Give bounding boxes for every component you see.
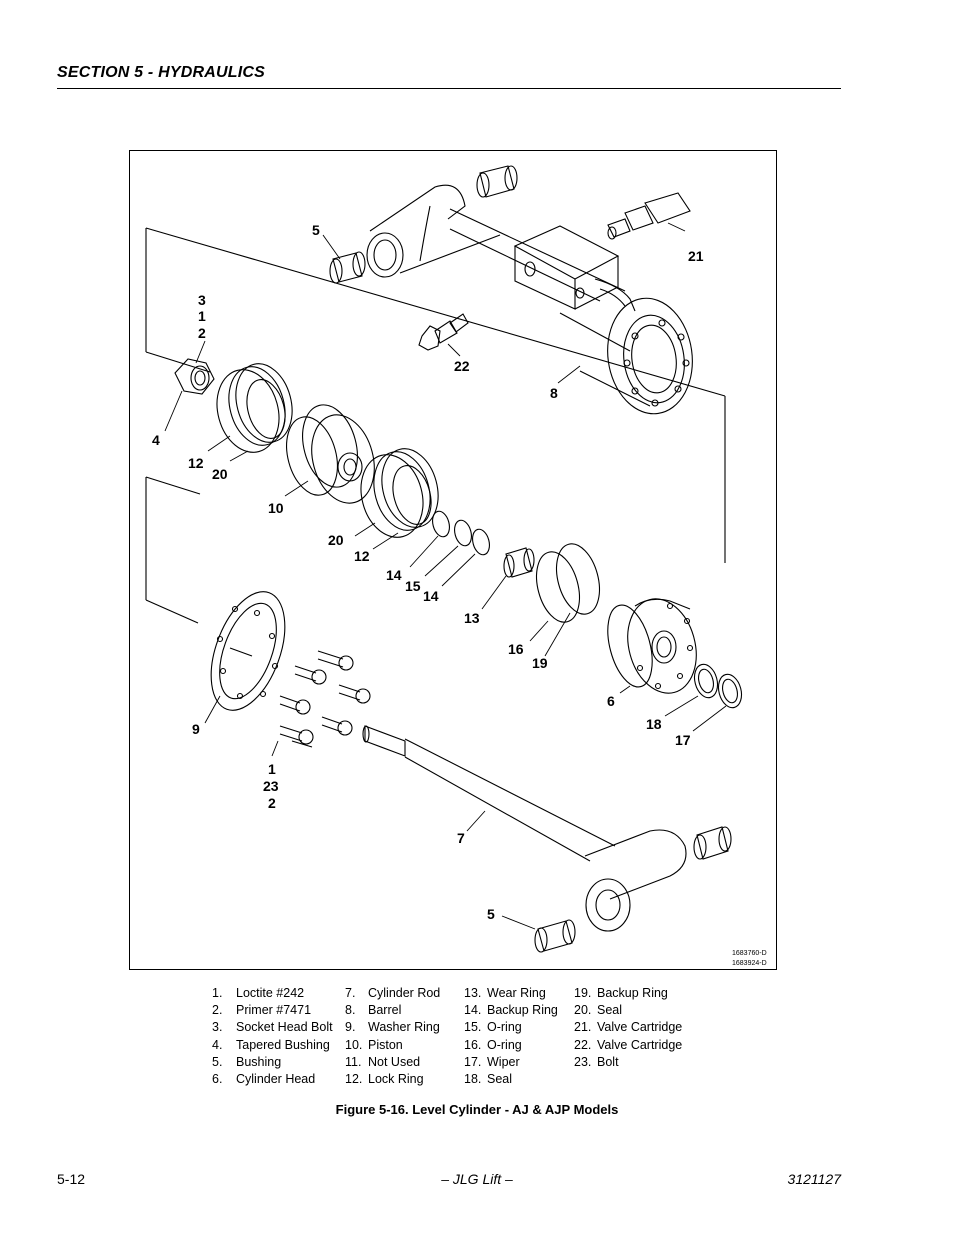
seal-ring-2 bbox=[360, 448, 439, 538]
bushing-top bbox=[476, 165, 518, 198]
legend-item: 22.Valve Cartridge bbox=[574, 1037, 683, 1052]
figure-caption: Figure 5-16. Level Cylinder - AJ & AJP M… bbox=[335, 1102, 619, 1117]
tapered-bushing bbox=[174, 358, 215, 395]
callout-2-top: 2 bbox=[198, 325, 206, 341]
callout-8: 8 bbox=[550, 385, 558, 401]
legend-item: 15.O-ring bbox=[464, 1020, 522, 1035]
legend-item: 5.Bushing bbox=[212, 1054, 282, 1069]
callout-17: 17 bbox=[675, 732, 691, 748]
leader-lines bbox=[164, 222, 727, 930]
callout-14-first: 14 bbox=[386, 567, 402, 583]
bushing-bottom-left bbox=[534, 919, 576, 953]
legend-item: 2.Primer #7471 bbox=[212, 1003, 312, 1018]
wear-ring bbox=[503, 547, 535, 578]
callout-5-top: 5 bbox=[312, 222, 320, 238]
exploded-view-drawing: 5 21 3 1 2 22 8 4 12 20 10 20 12 14 15 1… bbox=[145, 165, 767, 967]
callout-22: 22 bbox=[454, 358, 470, 374]
figure-frame: 5 21 3 1 2 22 8 4 12 20 10 20 12 14 15 1… bbox=[129, 150, 777, 970]
valve-cartridge-21 bbox=[607, 192, 691, 240]
header-rule bbox=[57, 88, 841, 89]
legend-column-4: 19.Backup Ring 20.Seal 21.Valve Cartridg… bbox=[574, 985, 682, 1071]
legend-item: 1.Loctite #242 bbox=[212, 986, 305, 1000]
callout-14-second: 14 bbox=[423, 588, 439, 604]
callout-15: 15 bbox=[405, 578, 421, 594]
legend-column-1: 1.Loctite #242 2.Primer #7471 3.Socket H… bbox=[212, 985, 333, 1088]
legend-item: 7.Cylinder Rod bbox=[345, 986, 441, 1000]
callout-10: 10 bbox=[268, 500, 284, 516]
valve-cartridge-22 bbox=[418, 313, 469, 351]
washer-ring bbox=[210, 591, 286, 711]
callout-20-top: 20 bbox=[212, 466, 228, 482]
legend-item: 8.Barrel bbox=[345, 1003, 402, 1018]
callout-3: 3 bbox=[198, 292, 206, 308]
legend-item: 9.Washer Ring bbox=[345, 1020, 440, 1035]
callout-5-bottom: 5 bbox=[487, 906, 495, 922]
callout-2-bottom: 2 bbox=[268, 795, 276, 811]
callout-1-bottom: 1 bbox=[268, 761, 276, 777]
legend-item: 4.Tapered Bushing bbox=[212, 1037, 330, 1052]
callout-13: 13 bbox=[464, 610, 480, 626]
page-number: 5-12 bbox=[57, 1171, 86, 1187]
bracket-lines bbox=[145, 227, 726, 624]
legend-item: 6.Cylinder Head bbox=[212, 1072, 316, 1087]
bushing-left bbox=[329, 251, 366, 284]
o-rings-16-19 bbox=[536, 543, 600, 623]
legend-item: 13.Wear Ring bbox=[464, 986, 546, 1000]
legend-column-2: 7.Cylinder Rod 8.Barrel 9.Washer Ring 10… bbox=[345, 985, 440, 1088]
drawing-number-1: 1683760-D bbox=[732, 950, 767, 957]
cylinder-head bbox=[607, 598, 697, 694]
cylinder-rod bbox=[362, 725, 687, 932]
legend-column-3: 13.Wear Ring 14.Backup Ring 15.O-ring 16… bbox=[464, 985, 558, 1088]
callout-20-bottom: 20 bbox=[328, 532, 344, 548]
footer-center: – JLG Lift – bbox=[441, 1171, 513, 1187]
callout-21: 21 bbox=[688, 248, 704, 264]
callout-16: 16 bbox=[508, 641, 524, 657]
small-rings bbox=[432, 510, 490, 556]
seal-ring-1 bbox=[216, 363, 293, 453]
piston bbox=[286, 404, 375, 504]
callout-labels: 5 21 3 1 2 22 8 4 12 20 10 20 12 14 15 1… bbox=[152, 222, 767, 967]
bushing-bottom-right bbox=[693, 826, 732, 860]
legend-item: 21.Valve Cartridge bbox=[574, 1020, 683, 1035]
legend-item: 3.Socket Head Bolt bbox=[212, 1020, 333, 1035]
section-header: SECTION 5 - HYDRAULICS bbox=[57, 64, 265, 81]
legend-item: 17.Wiper bbox=[464, 1054, 520, 1069]
legend-item: 20.Seal bbox=[574, 1003, 623, 1018]
legend-item: 11.Not Used bbox=[345, 1054, 421, 1069]
legend-item: 16.O-ring bbox=[464, 1037, 522, 1052]
callout-7: 7 bbox=[457, 830, 465, 846]
callout-6: 6 bbox=[607, 693, 615, 709]
callout-12-bottom: 12 bbox=[354, 548, 370, 564]
legend-item: 14.Backup Ring bbox=[464, 1003, 558, 1018]
callout-1-top: 1 bbox=[198, 308, 206, 324]
drawing-number-2: 1683924-D bbox=[732, 960, 767, 967]
callout-19: 19 bbox=[532, 655, 548, 671]
legend-item: 23.Bolt bbox=[574, 1054, 619, 1069]
legend-item: 12.Lock Ring bbox=[345, 1072, 424, 1087]
legend-item: 18.Seal bbox=[464, 1072, 513, 1087]
seal-wiper bbox=[693, 663, 743, 709]
callout-12-top: 12 bbox=[188, 455, 204, 471]
callout-4: 4 bbox=[152, 432, 160, 448]
callout-18: 18 bbox=[646, 716, 662, 732]
legend-item: 10.Piston bbox=[345, 1037, 403, 1052]
bolts bbox=[279, 650, 371, 748]
barrel bbox=[366, 184, 693, 415]
callout-23: 23 bbox=[263, 778, 279, 794]
legend-item: 19.Backup Ring bbox=[574, 986, 668, 1000]
callout-9: 9 bbox=[192, 721, 200, 737]
document-number: 3121127 bbox=[787, 1171, 841, 1187]
